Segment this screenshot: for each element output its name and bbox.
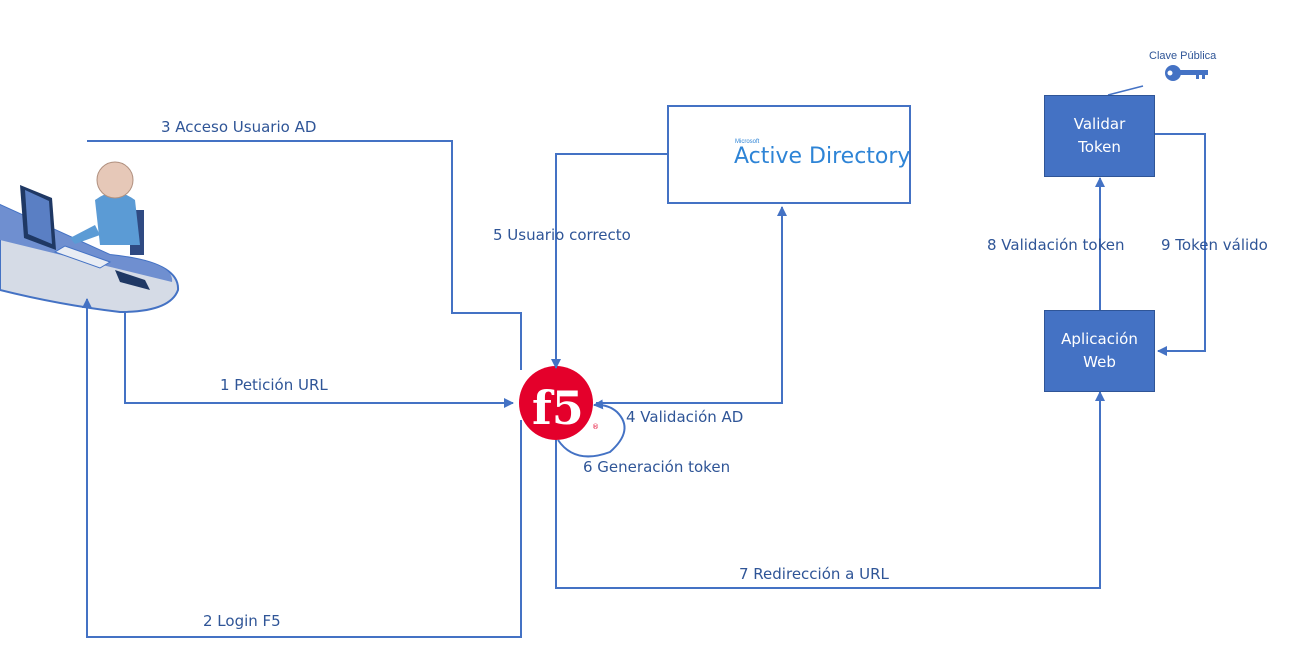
edge-2-line bbox=[82, 298, 522, 638]
edge-9-label: 9 Token válido bbox=[1161, 236, 1268, 254]
key-connector bbox=[1107, 85, 1144, 96]
edge-3-label: 3 Acceso Usuario AD bbox=[161, 118, 317, 136]
active-directory-node bbox=[667, 105, 911, 204]
edge-2-label: 2 Login F5 bbox=[203, 612, 281, 630]
edge-4-label: 4 Validación AD bbox=[626, 408, 744, 426]
active-directory-brand: Microsoft bbox=[735, 139, 760, 145]
edge-5-label: 5 Usuario correcto bbox=[493, 226, 631, 244]
validate-token-line1: Validar bbox=[1073, 115, 1126, 133]
svg-text:®: ® bbox=[592, 423, 599, 431]
web-app-line1: Aplicación bbox=[1061, 330, 1138, 348]
public-key-label: Clave Pública bbox=[1149, 50, 1217, 62]
edge-6-label: 6 Generación token bbox=[583, 458, 731, 476]
web-app-line2: Web bbox=[1083, 353, 1116, 371]
edge-5-line bbox=[551, 153, 667, 369]
validate-token-node: Validar Token bbox=[1044, 95, 1155, 177]
edge-1-line bbox=[124, 312, 514, 408]
edge-6-line bbox=[557, 399, 626, 458]
validate-token-line2: Token bbox=[1078, 138, 1121, 156]
active-directory-label: Active Directory bbox=[734, 144, 911, 169]
edge-8-label: 8 Validación token bbox=[987, 236, 1125, 254]
edge-7-label: 7 Redirección a URL bbox=[739, 565, 889, 583]
key-icon bbox=[1165, 65, 1208, 81]
edge-1-label: 1 Petición URL bbox=[220, 376, 328, 394]
edge-4-line bbox=[596, 206, 787, 404]
edge-9-line bbox=[1155, 133, 1206, 356]
f5-logo-icon: f5 ® bbox=[519, 366, 599, 440]
svg-text:f5: f5 bbox=[532, 381, 584, 435]
edge-3-line bbox=[87, 140, 522, 370]
web-app-node: Aplicación Web bbox=[1044, 310, 1155, 392]
edge-7-line bbox=[555, 391, 1105, 589]
user-computer-icon bbox=[0, 161, 180, 314]
